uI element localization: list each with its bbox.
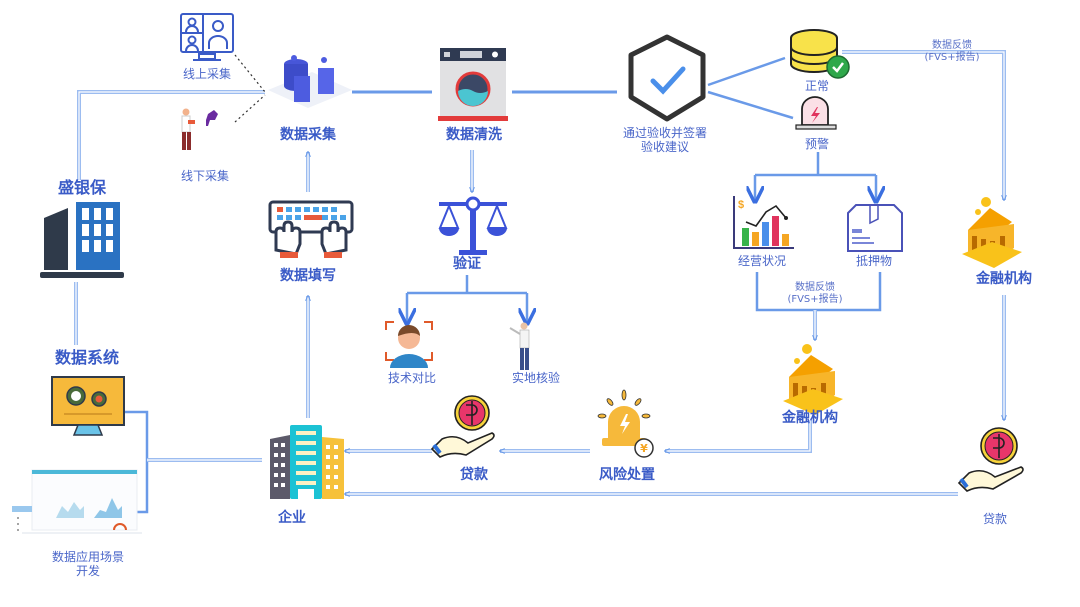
inspector-pointing-icon: [509, 322, 530, 370]
label-data-fill: 数据填写: [280, 268, 336, 284]
person-with-device-icon: [181, 108, 218, 150]
label-field-check: 实地核验: [511, 371, 561, 385]
connector-verify-split: [407, 275, 527, 295]
label-data-collect: 数据采集: [280, 127, 336, 143]
label-data-system: 数据系统: [54, 348, 120, 367]
balance-scale-icon: [438, 196, 508, 255]
face-recognition-icon: [385, 321, 433, 368]
label-app-dev-line2: 开发: [75, 564, 101, 579]
alarm-siren-icon: [795, 96, 837, 130]
city-buildings-icon: [270, 425, 344, 499]
label-approve-line2: 验收建议: [640, 140, 690, 155]
label-feedback-top-title: 数据反馈: [932, 40, 972, 51]
label-approve-line1: 通过验收并签署: [622, 126, 708, 140]
label-feedback-mid-sub: (FVS+报告): [787, 294, 843, 305]
washing-machine-icon: [438, 48, 508, 121]
label-app-dev: 数据应用场景 开发: [52, 550, 124, 579]
label-verify: 验证: [453, 256, 481, 272]
label-fin-inst-mid: 金融机构: [782, 410, 838, 426]
label-loan-mid: 贷款: [460, 467, 488, 483]
risk-siren-yen-icon: ¥: [597, 389, 654, 458]
video-conference-monitor-icon: [180, 13, 234, 61]
hand-coin-icon: [957, 427, 1024, 492]
label-loan-right: 贷款: [982, 512, 1008, 526]
label-feedback-top: 数据反馈 (FVS+报告): [924, 40, 979, 64]
label-shengyinbao: 盛银保: [57, 178, 107, 197]
label-feedback-mid: 数据反馈 (FVS+报告): [787, 282, 842, 306]
label-risk-handle: 风险处置: [599, 467, 655, 483]
keyboard-typing-icon: [268, 200, 354, 258]
label-normal: 正常: [804, 79, 830, 93]
svg-text:¥: ¥: [640, 442, 648, 455]
bank-building-icon: [783, 344, 843, 415]
connector-normal-to-feedback: [842, 50, 1006, 200]
dashboard-screen-icon: [12, 469, 142, 534]
label-data-clean: 数据清洗: [446, 127, 502, 143]
label-feedback-mid-title: 数据反馈: [795, 282, 835, 293]
connector-approve-to-warning: [707, 90, 794, 120]
label-online-collect: 线上采集: [182, 67, 232, 81]
label-offline-collect: 线下采集: [180, 169, 230, 183]
bank-building-icon: [962, 197, 1022, 268]
coin-stack-check-icon: [790, 29, 850, 79]
connector-shengyinbao-to-collect: [77, 90, 265, 180]
label-tech-compare: 技术对比: [387, 371, 437, 385]
database-servers-icon: [268, 55, 352, 108]
connector-online-dotted: [234, 54, 266, 93]
office-building-icon: [40, 202, 124, 278]
document-box-icon: [847, 204, 903, 252]
bar-chart-icon: $: [733, 196, 794, 249]
label-approve: 通过验收并签署 验收建议: [623, 126, 707, 155]
label-feedback-top-sub: (FVS+报告): [924, 52, 980, 63]
svg-text:$: $: [738, 199, 744, 211]
connector-feedback-merge: [755, 272, 882, 312]
hand-coin-icon: [430, 395, 495, 458]
label-collateral: 抵押物: [855, 254, 893, 268]
connector-approve-to-normal: [707, 56, 786, 87]
monitor-gears-icon: [51, 376, 125, 436]
label-warning: 预警: [804, 137, 830, 151]
label-fin-inst-right: 金融机构: [976, 271, 1032, 287]
connector-offline-dotted: [234, 94, 266, 123]
label-app-dev-line1: 数据应用场景: [51, 550, 125, 564]
label-enterprise: 企业: [278, 510, 306, 526]
connectors: [74, 50, 1006, 514]
label-operation-status: 经营状况: [737, 254, 787, 268]
connector-warning-split: [755, 152, 876, 177]
shield-check-icon: [628, 34, 706, 122]
